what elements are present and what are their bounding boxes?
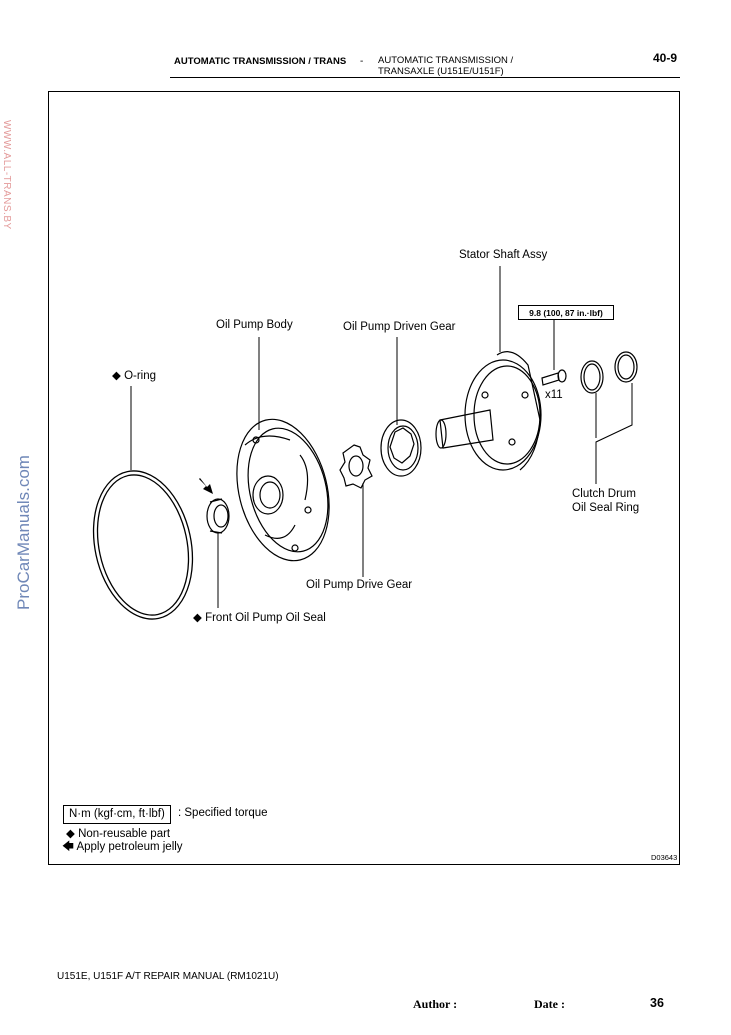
diamond-icon: ◆	[66, 828, 75, 840]
label-x11: x11	[545, 389, 563, 401]
figure-frame	[48, 91, 680, 865]
header-right-line1: AUTOMATIC TRANSMISSION /	[378, 55, 514, 66]
jelly-text: Apply petroleum jelly	[76, 841, 183, 853]
front-seal-text: Front Oil Pump Oil Seal	[205, 612, 326, 624]
legend-nonreusable: ◆ Non-reusable part	[66, 826, 170, 840]
page-code: 40-9	[653, 51, 678, 65]
label-stator-shaft: Stator Shaft Assy	[459, 249, 548, 261]
footer-author: Author :	[413, 997, 458, 1011]
clutch-line2: Oil Seal Ring	[572, 502, 640, 514]
driven-gear-part	[380, 419, 422, 477]
o-ring-part	[92, 470, 194, 620]
nonreusable-text: Non-reusable part	[78, 828, 171, 840]
diamond-icon: ◆	[112, 370, 121, 382]
label-clutch-drum: Clutch Drum Oil Seal Ring	[572, 487, 639, 515]
torque-spec-box: 9.8 (100, 87 in.·lbf)	[518, 305, 614, 320]
footer-manual: U151E, U151F A/T REPAIR MANUAL (RM1021U)	[57, 971, 279, 982]
o-ring-text: O-ring	[124, 370, 157, 382]
leader-lines	[130, 266, 633, 608]
oil-pump-body-part	[236, 418, 330, 562]
label-oil-pump-body: Oil Pump Body	[216, 319, 293, 331]
label-o-ring: ◆ O-ring	[112, 368, 156, 382]
legend-jelly: 🡄 Apply petroleum jelly	[62, 839, 183, 858]
header-dash: -	[360, 56, 364, 67]
legend-unit-desc: : Specified torque	[178, 807, 268, 819]
label-front-seal: ◆ Front Oil Pump Oil Seal	[193, 610, 326, 624]
drive-gear-part	[339, 444, 373, 489]
header-right-line2: TRANSAXLE (U151E/U151F)	[378, 66, 504, 77]
seal-rings-part	[580, 351, 638, 394]
header-left: AUTOMATIC TRANSMISSION / TRANS	[174, 56, 347, 67]
header-rule	[170, 77, 680, 78]
label-driven-gear: Oil Pump Driven Gear	[343, 321, 456, 333]
front-oil-seal-part	[206, 498, 230, 534]
legend-unit-box: N·m (kgf·cm, ft·lbf)	[63, 805, 171, 824]
bolt-part	[541, 369, 567, 386]
left-arrow-icon: 🡄	[62, 841, 74, 853]
jelly-arrow-icon	[199, 478, 213, 494]
footer-date: Date :	[534, 997, 565, 1011]
footer-page: 36	[650, 996, 664, 1010]
header-right: AUTOMATIC TRANSMISSION / TRANSAXLE (U151…	[378, 55, 513, 77]
figure-code: D03643	[651, 853, 678, 862]
diamond-icon: ◆	[193, 612, 202, 624]
label-drive-gear: Oil Pump Drive Gear	[306, 579, 413, 591]
clutch-line1: Clutch Drum	[572, 488, 636, 500]
stator-shaft-part	[435, 351, 542, 471]
